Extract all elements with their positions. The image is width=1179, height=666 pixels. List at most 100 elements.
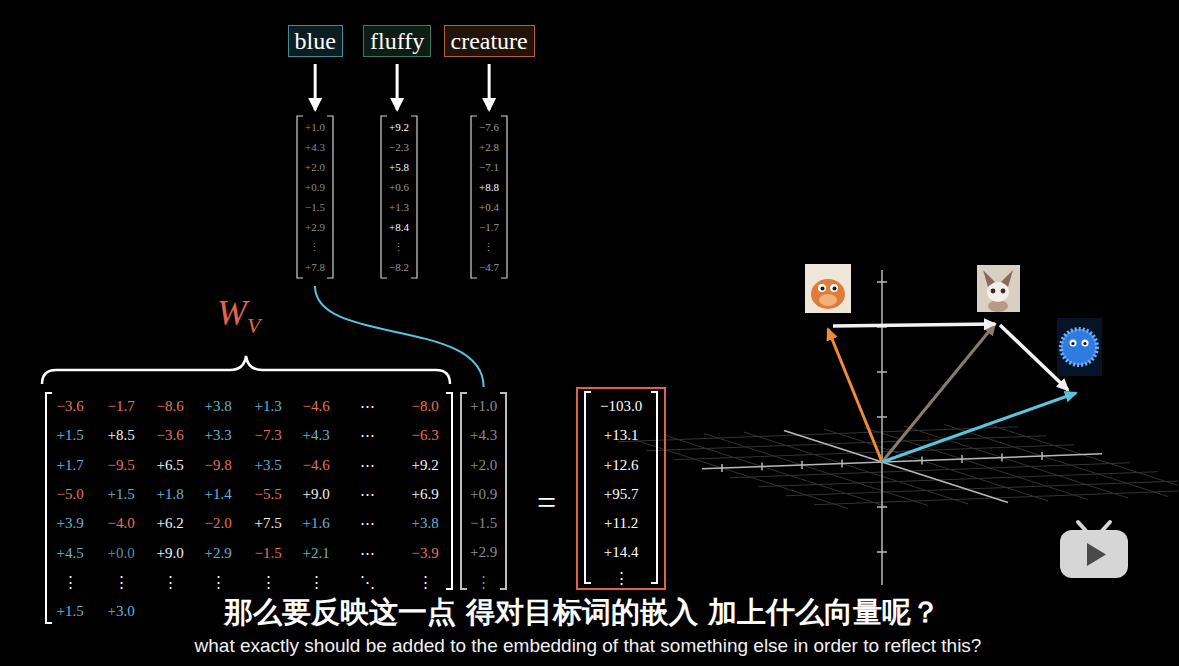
- matrix-cell: ⋱: [360, 568, 375, 597]
- vector-entry: +8.8: [479, 177, 499, 197]
- vector-entry: +9.2: [389, 117, 409, 137]
- vector-entry: +2.9: [305, 217, 325, 237]
- matrix-entry: −4.6: [303, 457, 330, 473]
- orange-vector: [828, 329, 882, 462]
- left-bracket: [46, 393, 52, 623]
- matrix-entry: −5.5: [255, 486, 282, 502]
- matrix-entry: ⋯: [360, 398, 375, 414]
- token-box: blue: [288, 25, 343, 57]
- matrix-entry: −1.5: [255, 545, 282, 561]
- matrix-entry: +3.9: [57, 515, 84, 531]
- matrix-cell: +1.8: [157, 480, 184, 509]
- embedding-vector: −7.6+2.8−7.1+8.8+0.4−1.7⋮−4.7: [470, 115, 508, 279]
- matrix-entry: +0.0: [108, 545, 135, 561]
- matrix-subscript: V: [247, 313, 260, 338]
- right-bracket: [501, 116, 507, 278]
- matrix-entry: ⋯: [360, 545, 375, 561]
- matrix-cell: +1.3: [255, 392, 282, 421]
- white-offset: [833, 324, 995, 326]
- vector-entry: +8.4: [389, 217, 409, 237]
- matrix-entry: +6.9: [412, 486, 439, 502]
- right-bracket: [327, 116, 333, 278]
- matrix-cell: ⋮: [418, 568, 433, 597]
- vector-entry: +2.0: [470, 451, 497, 480]
- matrix-entry: ⋮: [418, 574, 433, 590]
- matrix-entry: +9.0: [157, 545, 184, 561]
- matrix-cell: +9.2: [412, 451, 439, 480]
- matrix-cell: −9.8: [205, 451, 232, 480]
- matrix-cell: ⋮: [261, 568, 276, 597]
- right-bracket: [500, 393, 506, 589]
- vector-entry: −1.5: [305, 197, 325, 217]
- matrix-cell: +9.0: [303, 480, 330, 509]
- vector-entry: +2.8: [479, 137, 499, 157]
- bilibili-logo: [1060, 522, 1128, 578]
- equals-sign: =: [537, 484, 556, 522]
- blue-creature: [1057, 318, 1102, 376]
- matrix-cell: −3.6: [157, 421, 184, 450]
- token-box: creature: [444, 25, 535, 57]
- matrix-entry: +3.8: [205, 398, 232, 414]
- matrix-entry: +6.2: [157, 515, 184, 531]
- matrix-cell: −1.7: [108, 392, 135, 421]
- matrix-cell: ⋮: [309, 568, 324, 597]
- matrix-entry: +2.1: [303, 545, 330, 561]
- matrix-cell: +2.9: [205, 539, 232, 568]
- matrix-cell: −4.0: [108, 509, 135, 538]
- matrix-entry: ⋯: [360, 457, 375, 473]
- matrix-entry: ⋮: [261, 574, 276, 590]
- matrix-cell: +3.5: [255, 451, 282, 480]
- matrix-entry: −3.6: [157, 427, 184, 443]
- left-bracket: [471, 116, 477, 278]
- matrix-cell: −4.6: [303, 392, 330, 421]
- matrix-entry: −8.0: [412, 398, 439, 414]
- matrix-cell: ⋯: [360, 480, 375, 509]
- matrix-cell: +3.3: [205, 421, 232, 450]
- vector-entry: −103.0: [600, 392, 642, 421]
- left-bracket: [585, 392, 591, 583]
- matrix-cell: ⋮: [114, 568, 129, 597]
- matrix-entry: −7.3: [255, 427, 282, 443]
- matrix-entry: +1.5: [57, 427, 84, 443]
- matrix-cell: −6.3: [412, 421, 439, 450]
- matrix-entry: +4.5: [57, 545, 84, 561]
- vector-entry: +0.6: [389, 177, 409, 197]
- matrix-cell: +3.8: [412, 509, 439, 538]
- vector-entry: +13.1: [600, 421, 642, 450]
- bracket: [380, 115, 418, 279]
- left-bracket: [461, 393, 467, 589]
- matrix-cell: ⋯: [360, 451, 375, 480]
- matrix-cell: +8.5: [108, 421, 135, 450]
- matrix-cell: +6.5: [157, 451, 184, 480]
- vector-entry: +4.3: [305, 137, 325, 157]
- matrix-entry: +3.5: [255, 457, 282, 473]
- subtitle-chinese: 那么要反映这一点 得对目标词的嵌入 加上什么向量呢？: [0, 594, 1164, 630]
- matrix-entry: +1.3: [255, 398, 282, 414]
- subtitle-english: what exactly should be added to the embe…: [0, 634, 1176, 658]
- matrix-entry: +1.8: [157, 486, 184, 502]
- matrix-cell: +1.5: [108, 480, 135, 509]
- matrix-entry: +2.9: [205, 545, 232, 561]
- grid-plane: [618, 423, 1178, 509]
- vector-entry: ⋮: [479, 237, 499, 257]
- matrix-cell: ⋯: [360, 539, 375, 568]
- vector-entry: +1.0: [470, 392, 497, 421]
- left-bracket: [381, 116, 387, 278]
- matrix-name: WV: [217, 292, 260, 339]
- matrix-entry: ⋯: [360, 427, 375, 443]
- vector-entry: −1.7: [479, 217, 499, 237]
- matrix-entry: +1.5: [57, 603, 84, 619]
- vector-entry: +12.6: [600, 451, 642, 480]
- matrix-cell: +6.2: [157, 509, 184, 538]
- vector-entry: +5.8: [389, 157, 409, 177]
- matrix-cell: ⋯: [360, 392, 375, 421]
- matrix-cell: −2.0: [205, 509, 232, 538]
- matrix-cell: ⋮: [211, 568, 226, 597]
- token-arrow: [488, 64, 491, 110]
- matrix-entry: ⋮: [63, 574, 78, 590]
- vector-entry: ⋮: [305, 237, 325, 257]
- matrix-entry: +9.0: [303, 486, 330, 502]
- vector-entry: −8.2: [389, 257, 409, 277]
